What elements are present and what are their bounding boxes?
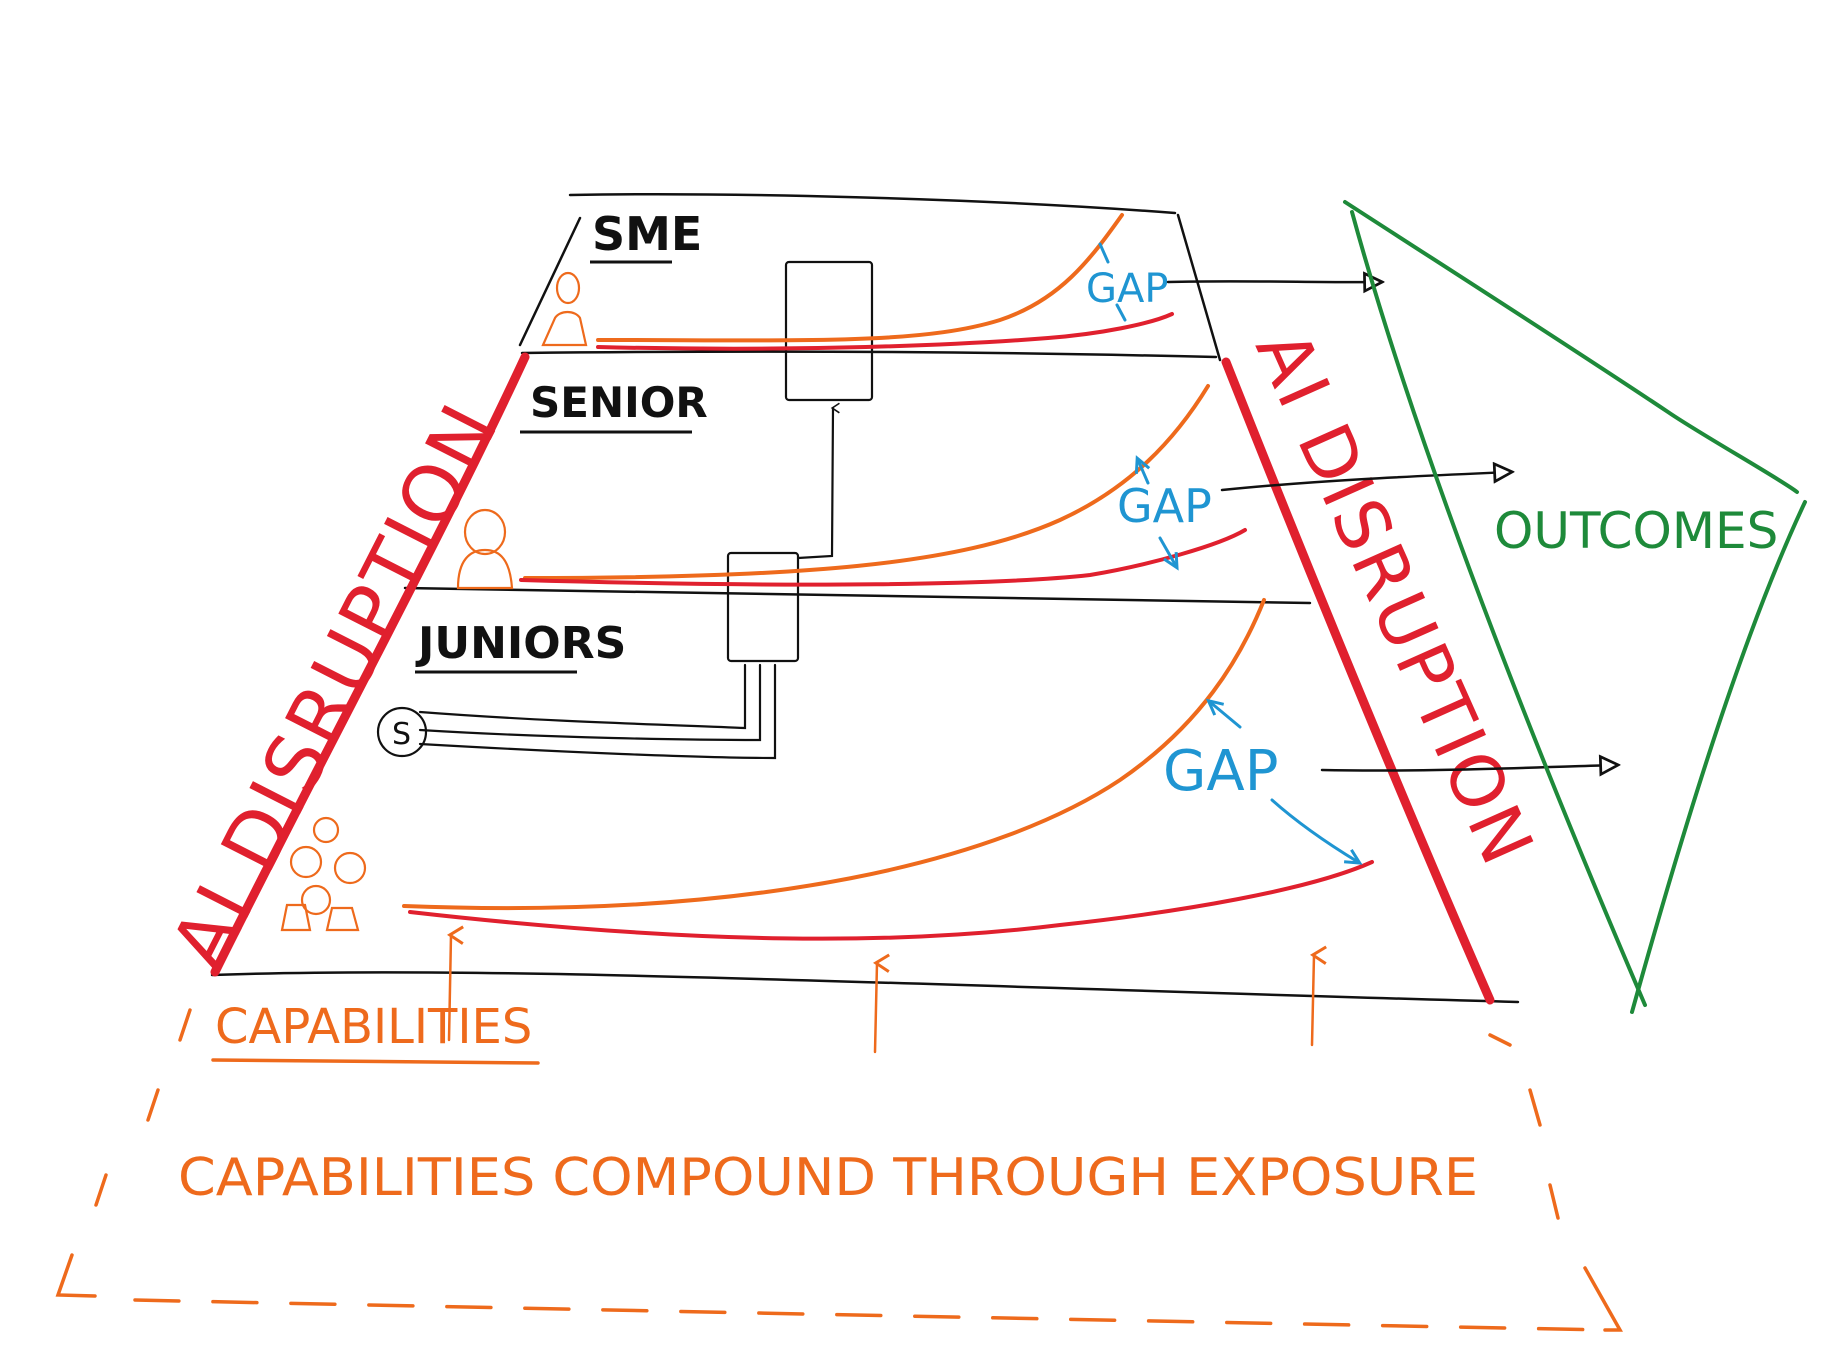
outcomes-label: OUTCOMES: [1494, 502, 1778, 560]
base-line: [210, 971, 1520, 1004]
junior-outcome-arrow: [1320, 765, 1616, 771]
sme-gap-arrow-up: [1098, 242, 1110, 264]
disruption-rails: [210, 352, 1495, 1005]
junior-people-icon: [280, 816, 367, 932]
pyramid-right-upper-edge: [1176, 213, 1222, 362]
senior-gap-arrow-up: [1134, 455, 1151, 485]
sme-gap-label: GAP: [1086, 266, 1168, 312]
outcomes-left-edge: [1350, 210, 1647, 1007]
service-node-label: S: [392, 717, 411, 752]
lower-system-box: [726, 551, 800, 663]
senior-gap-label: GAP: [1117, 479, 1212, 533]
system-connectors: [376, 260, 874, 760]
junior-gap-arrow-down: [1270, 798, 1363, 865]
senior-current-line: [519, 528, 1247, 587]
sme-divider: [520, 350, 1218, 359]
capability-curves: [402, 213, 1266, 911]
lower-to-upper-connector: [796, 402, 840, 560]
capabilities-label: CAPABILITIES: [215, 999, 532, 1055]
tier-label-sme: SME: [592, 207, 702, 261]
service-connector-3: [418, 663, 777, 760]
junior-current-line: [408, 860, 1374, 941]
people-icons: [280, 271, 588, 932]
support-arrow-left: [447, 925, 464, 1042]
service-connector-2: [418, 663, 762, 742]
right-disruption-rail: [1221, 357, 1495, 1005]
capability-support-arrows: [447, 925, 1327, 1054]
foundation-label: CAPABILITIES COMPOUND THROUGH EXPOSURE: [178, 1148, 1478, 1208]
junior-gap-label: GAP: [1163, 739, 1278, 804]
upper-system-box: [784, 260, 874, 402]
support-arrow-right: [1310, 945, 1327, 1047]
outcomes-shape: [1343, 200, 1807, 1014]
service-node: [376, 706, 428, 758]
sme-capability-curve: [596, 213, 1124, 343]
support-arrow-middle: [873, 953, 890, 1054]
sme-gap-arrow-down: [1115, 303, 1127, 322]
outcomes-right-edge: [1630, 500, 1807, 1014]
current-state-lines: [408, 312, 1374, 941]
outcomes-top-edge: [1343, 200, 1799, 494]
pyramid-left-upper-edge: [518, 216, 582, 347]
foundation-dashed-outline: [55, 1008, 1623, 1332]
senior-gap-arrow-down: [1158, 536, 1179, 571]
senior-divider: [403, 586, 1312, 605]
sme-outcome-arrow: [1166, 281, 1380, 282]
outcome-arrows: [1166, 281, 1616, 771]
pyramid-top-edge: [568, 193, 1177, 215]
tier-label-senior: SENIOR: [530, 378, 708, 427]
right-disruption-label: AI DISRUPTION: [1239, 318, 1550, 879]
gap-markers: [1098, 242, 1363, 865]
junior-capability-curve: [402, 598, 1266, 911]
sme-person-icon: [541, 271, 588, 347]
left-disruption-rail: [210, 352, 530, 977]
pyramid-frame: [210, 193, 1520, 1004]
senior-outcome-arrow: [1220, 472, 1510, 492]
senior-capability-curve: [523, 384, 1210, 580]
capabilities-underline: [211, 1058, 540, 1065]
service-connector-1: [418, 663, 747, 730]
tier-label-juniors: JUNIORS: [415, 618, 626, 669]
left-disruption-label: AI DISRUPTION: [155, 389, 517, 984]
sme-current-line: [596, 312, 1174, 351]
senior-person-icon: [456, 508, 514, 590]
junior-gap-arrow-up: [1205, 698, 1242, 729]
